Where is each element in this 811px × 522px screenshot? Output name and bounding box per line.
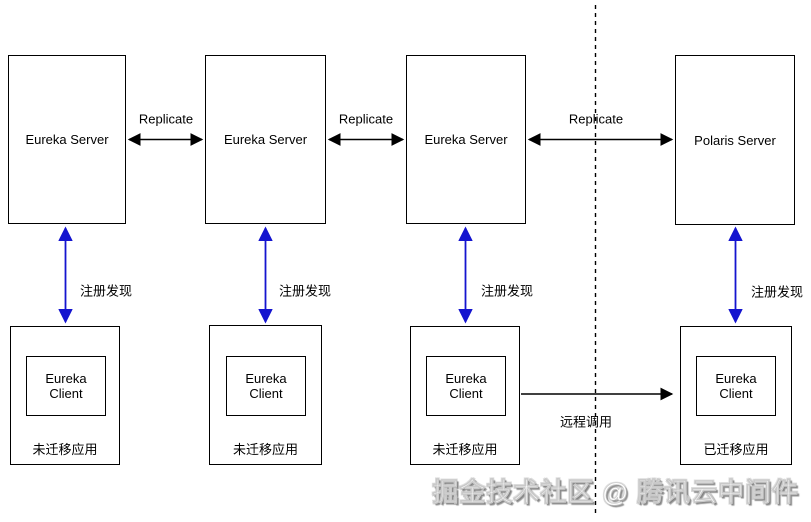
server-label: Eureka Server (223, 132, 308, 147)
register-label-1: 注册发现 (80, 283, 133, 299)
app-caption-4: 已迁移应用 (703, 442, 769, 457)
app-container-4: Eureka Client 已迁移应用 (680, 326, 792, 465)
eureka-client-box-3: Eureka Client (426, 356, 506, 416)
watermark-text: 掘金技术社区 @ 腾讯云中间件 (432, 477, 799, 508)
client-label: Eureka Client (245, 371, 287, 401)
register-label-3: 注册发现 (481, 283, 534, 299)
app-container-2: Eureka Client 未迁移应用 (209, 325, 322, 465)
app-caption-3: 未迁移应用 (432, 442, 498, 457)
server-label: Eureka Server (424, 132, 508, 147)
eureka-client-box-1: Eureka Client (26, 356, 106, 416)
replicate-label-2: Replicate (338, 111, 394, 127)
server-label: Polaris Server (694, 132, 776, 148)
register-label-2: 注册发现 (279, 283, 332, 299)
app-container-1: Eureka Client 未迁移应用 (10, 326, 120, 465)
eureka-server-box-2: Eureka Server (205, 55, 326, 224)
eureka-server-box-3: Eureka Server (406, 55, 526, 224)
server-label: Eureka Server (25, 132, 109, 147)
eureka-client-box-2: Eureka Client (226, 356, 306, 416)
client-label: Eureka Client (715, 371, 757, 401)
app-caption-2: 未迁移应用 (232, 442, 298, 457)
replicate-label-3: Replicate (568, 111, 624, 127)
replicate-label-1: Replicate (138, 111, 194, 127)
client-label: Eureka Client (45, 371, 87, 401)
register-label-4: 注册发现 (751, 284, 804, 300)
client-label: Eureka Client (445, 371, 487, 401)
eureka-server-box-1: Eureka Server (8, 55, 126, 224)
polaris-server-box: Polaris Server (675, 55, 795, 225)
remote-call-label: 远程调用 (559, 414, 613, 430)
eureka-client-box-4: Eureka Client (696, 356, 776, 416)
app-caption-1: 未迁移应用 (32, 442, 98, 457)
app-container-3: Eureka Client 未迁移应用 (410, 326, 520, 465)
